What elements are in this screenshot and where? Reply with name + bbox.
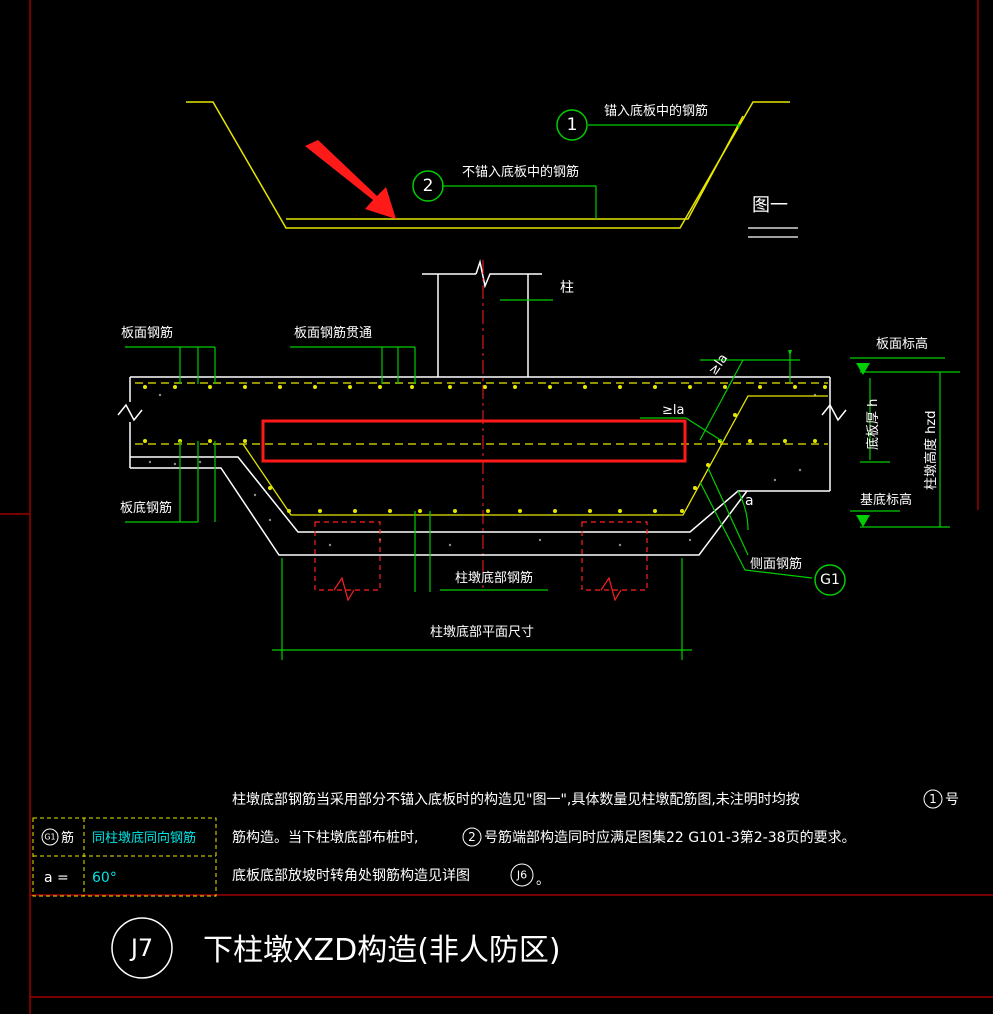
note-line2b: 号筋端部构造同时应满足图集22 G101-3第2-38页的要求。 [484, 829, 856, 846]
top-rebar [135, 382, 828, 516]
label-column: 柱 [560, 280, 574, 296]
label-slab-thickness: 底板厚 h [865, 399, 881, 450]
label-base-elevation: 基底标高 [860, 492, 912, 508]
pile-break-marks [333, 576, 622, 602]
label-slab-bottom-rebar: 板底钢筋 [120, 500, 172, 516]
label-slab-top-elevation: 板面标高 [876, 336, 928, 352]
svg-text:1: 1 [929, 792, 937, 806]
piles [314, 521, 648, 591]
title-marker-j7: J7 [111, 917, 173, 979]
note-marker-j6: J6 [510, 863, 534, 887]
pier-concrete-outline [117, 376, 847, 556]
drawing-title: 下柱墩XZD构造(非人防区) [203, 933, 561, 968]
marker-2-circle: 2 [412, 170, 444, 202]
figure1-title: 图一 [752, 195, 788, 216]
marker-1-label: 1 [567, 115, 578, 135]
label-side-rebar: 侧面钢筋 [750, 556, 802, 572]
label-alpha: a [745, 493, 754, 509]
label-pier-height: 柱墩高度 hzd [923, 411, 939, 490]
figure1-leaders [442, 124, 742, 219]
label-pier-bottom-rebar: 柱墩底部钢筋 [455, 570, 533, 586]
figure1-outline [186, 101, 790, 229]
label-not-anchored-rebar: 不锚入底板中的钢筋 [462, 164, 579, 180]
red-arrow-annotation [305, 140, 396, 219]
svg-text:J6: J6 [516, 869, 527, 882]
label-la-top: ≥la [706, 351, 731, 378]
legend-row2-key: a = [44, 870, 69, 886]
svg-text:2: 2 [468, 830, 476, 844]
rebar-dots [143, 385, 827, 513]
g1-marker: G1 [814, 564, 846, 596]
label-la-mid: ≥la [662, 403, 684, 418]
svg-text:J7: J7 [129, 934, 153, 962]
legend-symbol: G1 [44, 833, 55, 842]
label-slab-top-through: 板面钢筋贯通 [294, 325, 372, 341]
label-pier-bottom-dimension: 柱墩底部平面尺寸 [430, 624, 534, 640]
red-highlight-box [261, 419, 687, 463]
marker-1-circle: 1 [556, 109, 588, 141]
note-line3: 底板底部放坡时转角处钢筋构造见详图 [232, 867, 470, 884]
label-slab-top-rebar: 板面钢筋 [121, 325, 173, 341]
note-line2a: 筋构造。当下柱墩底部布桩时, [232, 829, 418, 846]
note-marker-2: 2 [462, 827, 482, 847]
note-marker-right: 1 [923, 789, 943, 809]
label-anchored-rebar: 锚入底板中的钢筋 [604, 103, 708, 119]
note-marker-right-suffix: 号 [945, 792, 959, 808]
elevation-triangles [788, 350, 870, 527]
legend-table [32, 817, 217, 897]
green-leaders [125, 299, 960, 660]
note-line1: 柱墩底部钢筋当采用部分不锚入底板时的构造见"图一",具体数量见柱墩配筋图,未注明… [232, 791, 800, 808]
marker-2-label: 2 [423, 176, 434, 196]
legend-row2-value: 60° [92, 870, 117, 886]
legend-row1-value: 同柱墩底同向钢筋 [92, 830, 196, 846]
concrete-hatch [148, 393, 817, 547]
g1-label: G1 [820, 572, 840, 588]
legend-row1-key: 筋 [61, 830, 74, 846]
column-outline [422, 259, 542, 377]
note-line3-end: 。 [536, 872, 550, 888]
legend-symbol-circle: G1 [41, 828, 59, 846]
